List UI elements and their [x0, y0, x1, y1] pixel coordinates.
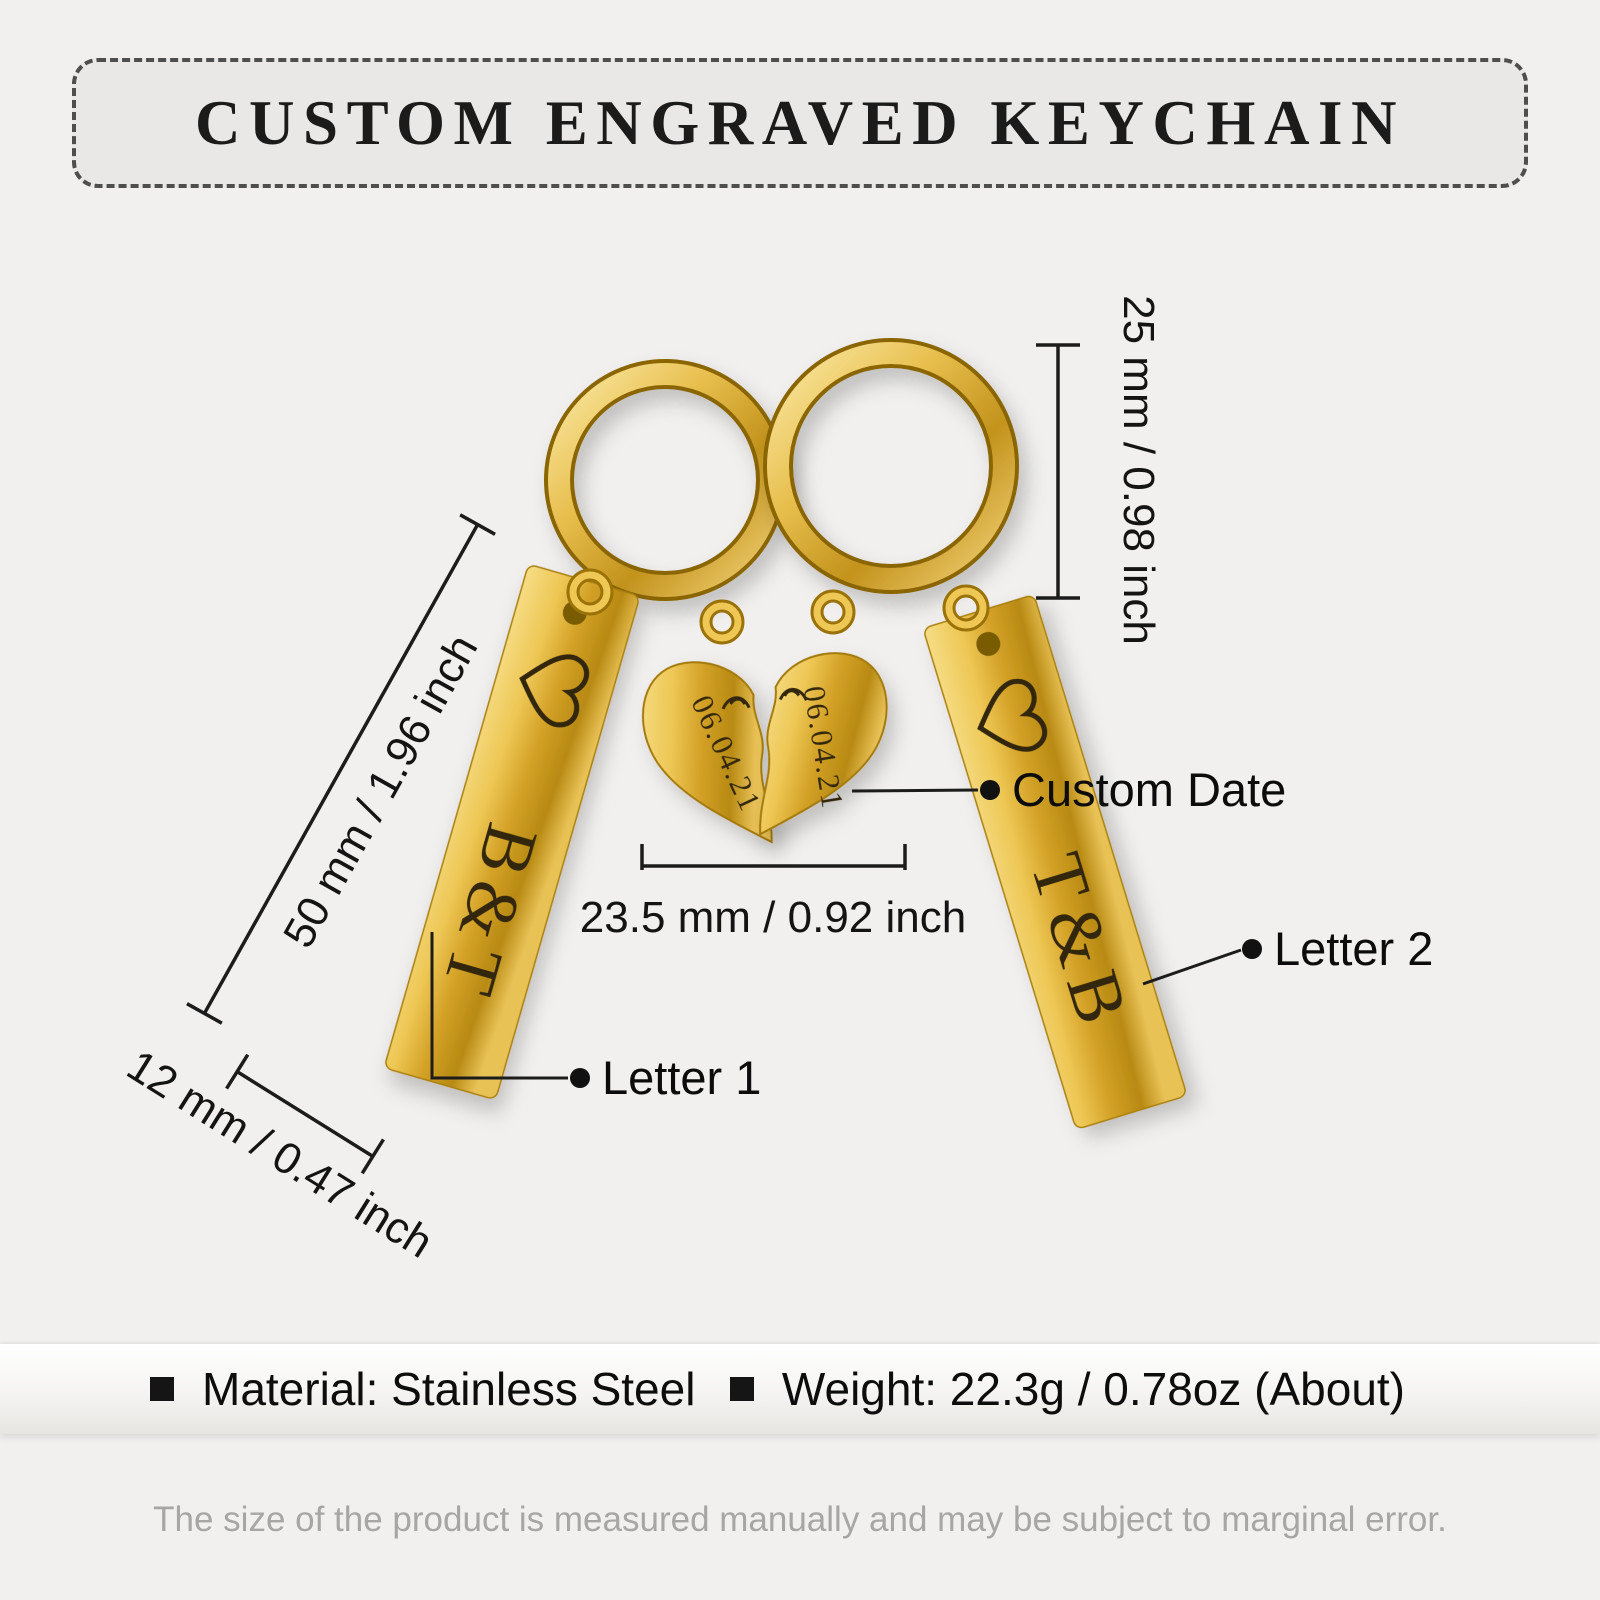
dimension-ring-height-label: 25 mm / 0.98 inch	[1114, 295, 1163, 645]
spec-weight: Weight: 22.3g / 0.78oz (About)	[729, 1362, 1405, 1416]
heart-pendant-right-half: 06.04.21	[759, 652, 888, 836]
dimension-tag-width-label: 12 mm / 0.47 inch	[119, 1041, 442, 1268]
keyring-right-ring	[767, 342, 1015, 590]
square-bullet-icon	[150, 1377, 174, 1401]
dimension-heart-width-label: 23.5 mm / 0.92 inch	[580, 893, 966, 942]
dimension-cap	[186, 1002, 223, 1025]
spec-material-text: Material: Stainless Steel	[202, 1363, 696, 1415]
jump-ring	[945, 587, 987, 629]
bar-tag-right: T&B	[924, 595, 1186, 1129]
jump-ring	[702, 602, 742, 642]
dimension-heart-width: 23.5 mm / 0.92 inch	[580, 844, 966, 942]
keyring-left-ring	[548, 363, 782, 597]
jump-ring	[569, 571, 611, 613]
callout-custom-date-label: Custom Date	[1012, 763, 1286, 816]
heart-right-plate	[759, 652, 888, 836]
callout-dot	[980, 780, 1000, 800]
dimension-cap	[360, 1138, 385, 1175]
callout-dot	[1242, 939, 1262, 959]
square-bullet-icon	[729, 1377, 754, 1401]
callout-letter-1: Letter 1	[430, 932, 761, 1104]
callout-dot	[570, 1068, 590, 1088]
keyring-right	[763, 338, 1019, 594]
page-title: CUSTOM ENGRAVED KEYCHAIN	[195, 87, 1405, 158]
kissing-doodle-icon	[721, 696, 751, 710]
spec-material: Material: Stainless Steel	[150, 1362, 695, 1416]
callout-line	[430, 932, 568, 1080]
heart-pendant-left-half: 06.04.21	[642, 661, 773, 844]
dimension-line	[236, 1070, 374, 1158]
bar-tag-right-hole	[976, 631, 1001, 656]
dimension-cap	[459, 513, 496, 536]
title-banner: CUSTOM ENGRAVED KEYCHAIN	[72, 58, 1528, 188]
callout-custom-date: Custom Date	[851, 763, 1286, 816]
heart-left-plate	[642, 661, 773, 844]
spec-bar: Material: Stainless Steel Weight: 22.3g …	[0, 1344, 1600, 1434]
keyring-left	[544, 359, 786, 601]
jump-ring	[813, 592, 853, 632]
dimension-ring-height: 25 mm / 0.98 inch	[1036, 295, 1163, 645]
bar-tag-left: B&T	[385, 565, 639, 1099]
dimension-cap	[225, 1053, 250, 1090]
spec-weight-text: Weight: 22.3g / 0.78oz (About)	[781, 1363, 1405, 1415]
callout-letter-2-label: Letter 2	[1274, 922, 1433, 975]
heart-outline-icon	[519, 654, 590, 728]
jump-rings	[566, 568, 990, 645]
kissing-doodle-icon	[778, 687, 808, 702]
callout-letter-2: Letter 2	[1142, 922, 1433, 986]
callout-letter-1-label: Letter 1	[602, 1051, 761, 1104]
callout-line	[1142, 948, 1242, 986]
heart-outline-icon	[977, 678, 1048, 752]
footer-note: The size of the product is measured manu…	[153, 1500, 1447, 1539]
dimension-line	[202, 523, 480, 1015]
callout-line	[851, 788, 979, 793]
